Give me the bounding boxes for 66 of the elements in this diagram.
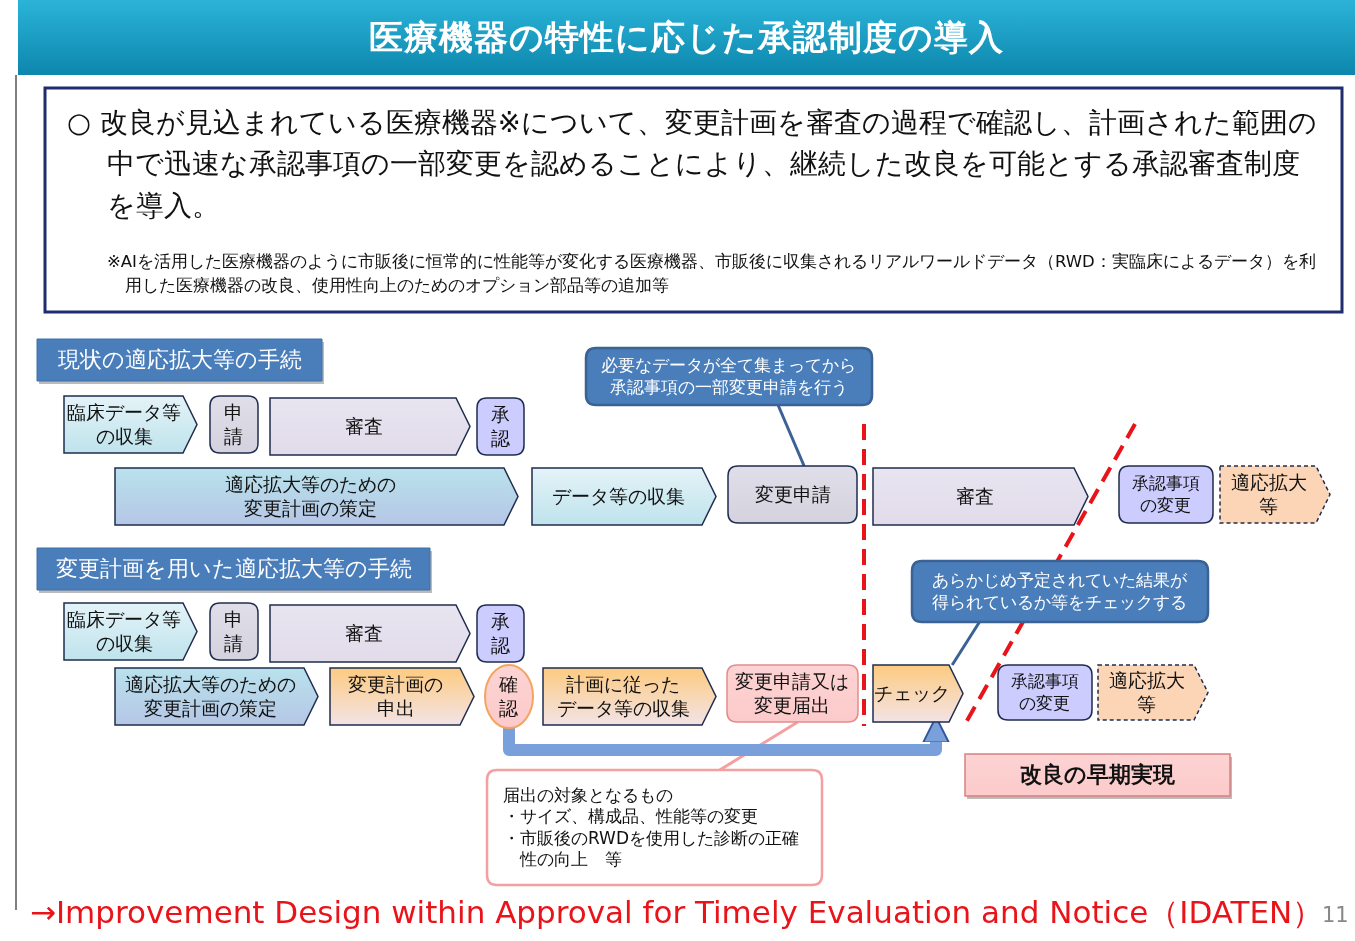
- node-label: 適応拡大等のための変更計画の策定: [224, 472, 397, 521]
- step-box: [728, 466, 857, 523]
- node-label: 計画に従ったデータ等の収集: [556, 672, 691, 721]
- leader-line: [776, 403, 806, 467]
- paragraph: ○ 改良が見込まれている医療機器※について、変更計画を審査の過程で確認し、計画された範囲の中で迅速な承認事項の一部変更を認めることにより、継続した改良を可能とする承認審査制度を導入。: [67, 105, 1318, 223]
- step-box: [210, 603, 258, 660]
- node-label: 確認: [498, 672, 520, 721]
- node-label: 変更申請又は変更届出: [734, 669, 851, 718]
- node-label: 現状の適応拡大等の手続: [57, 346, 302, 374]
- node-label: 審査: [345, 621, 383, 646]
- result-box: [965, 754, 1230, 796]
- process-step: [270, 398, 470, 455]
- node-label: 審査: [955, 484, 994, 509]
- process-step: [873, 665, 963, 722]
- footnote: ※AIを活用した医療機器のように市販後に恒常的に性能等が変化する医療機器、市販後に収集されるリアルワールドデータ（RWD：実臨床によるデータ）を利用した医療機器の改良、使用性向上のためのオプション部品等の追加等: [106, 251, 1317, 298]
- step-box: [727, 665, 858, 722]
- process-step: [270, 605, 470, 662]
- leader-line: [950, 620, 982, 666]
- node-label: 申請: [223, 607, 245, 656]
- process-step: [1220, 466, 1330, 523]
- callout-box: [487, 770, 822, 885]
- node-label: 承認: [490, 609, 511, 658]
- callout-box: [586, 348, 872, 405]
- caption: →Improvement Design within Approval for Timely Evaluation and Notice（IDATEN）: [30, 893, 1324, 932]
- node-label: 承認事項の変更: [1131, 473, 1201, 516]
- process-step: [64, 396, 197, 453]
- process-step: [543, 668, 716, 725]
- node-label: 届出の対象となるもの: [503, 785, 673, 807]
- node-label: 適応拡大等: [1108, 668, 1186, 717]
- node-label: 改良の早期実現: [1020, 761, 1175, 789]
- process-step: [115, 668, 318, 725]
- node-label: ・市販後のRWDを使用した診断の正確性の向上 等: [503, 827, 801, 870]
- check-oval: [485, 665, 533, 728]
- node-label: 審査: [345, 414, 383, 439]
- step-box: [210, 396, 258, 453]
- node-label: 適応拡大等のための変更計画の策定: [124, 672, 297, 721]
- node-label: 変更計画を用いた適応拡大等の手続: [55, 555, 412, 583]
- node-label: データ等の収集: [551, 484, 685, 509]
- node-label: 変更申請: [754, 482, 831, 507]
- page-number: 11: [1322, 903, 1349, 927]
- process-step: [873, 468, 1088, 525]
- step-box: [477, 605, 524, 662]
- process-step: [1098, 665, 1208, 720]
- process-step: [532, 468, 716, 525]
- node-label: 必要なデータが全て集まってから承認事項の一部変更申請を行う: [600, 355, 858, 398]
- process-step: [115, 468, 518, 525]
- node-label: あらかじめ予定されていた結果が得られているか等をチェックする: [931, 570, 1189, 613]
- step-box: [998, 665, 1092, 720]
- node-label: 変更計画の申出: [347, 672, 445, 721]
- node-label: 承認事項の変更: [1010, 671, 1080, 714]
- step-box: [477, 398, 524, 455]
- node-label: チェック: [874, 681, 950, 706]
- node-label: ・サイズ、構成品、性能等の変更: [503, 806, 758, 828]
- step-box: [1119, 466, 1213, 523]
- info-box: [45, 88, 1342, 312]
- section-header: [37, 339, 322, 381]
- slide-title: 医療機器の特性に応じた承認制度の導入: [18, 0, 1355, 75]
- node-label: 申請: [223, 400, 245, 449]
- process-step: [64, 603, 197, 660]
- node-label: 臨床データ等の収集: [66, 400, 183, 449]
- node-label: 承認: [490, 402, 511, 451]
- node-label: 臨床データ等の収集: [66, 607, 183, 656]
- process-step: [330, 668, 474, 725]
- callout-box: [912, 561, 1208, 622]
- section-header: [37, 548, 430, 590]
- node-label: 適応拡大等: [1230, 470, 1308, 519]
